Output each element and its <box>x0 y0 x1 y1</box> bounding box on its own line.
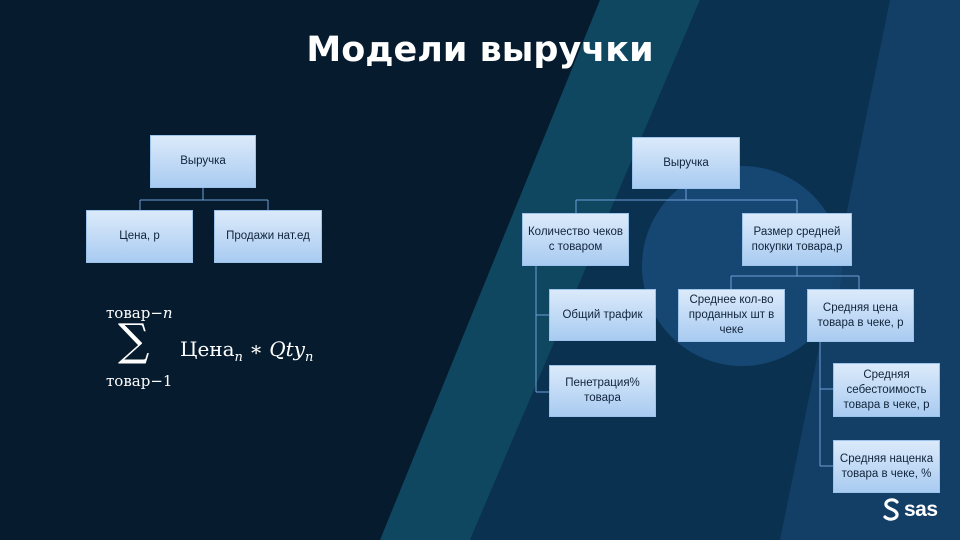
sas-logo: sas <box>882 498 938 522</box>
bg-band-light <box>380 0 700 540</box>
connector-checks <box>535 266 549 393</box>
formula-upper-var: n <box>162 304 173 322</box>
formula-upper-text: товар− <box>106 304 163 322</box>
formula-expression: Ценаn ∗ Qtyn <box>180 337 313 365</box>
sas-logo-text: sas <box>904 498 938 521</box>
formula-sigma: ∑ <box>118 315 150 366</box>
avg-markup-box: Средняя наценка товара в чеке, % <box>833 440 940 493</box>
formula-sub-price: n <box>234 350 243 365</box>
avg-cost-box: Средняя себестоимость товара в чеке, р <box>833 363 940 417</box>
penetration-box: Пенетрация% товара <box>549 365 656 417</box>
traffic-box: Общий трафик <box>549 289 656 341</box>
right-root-box: Выручка <box>632 137 740 189</box>
connector-right-root <box>575 189 798 213</box>
sas-logo-icon <box>883 498 899 521</box>
slide-title: Модели выручки <box>306 30 654 70</box>
left-root-box: Выручка <box>150 135 256 188</box>
avg-purchase-box: Размер средней покупки товара,р <box>742 213 852 266</box>
connector-avg-price <box>819 342 833 467</box>
connector-left-root <box>139 188 269 210</box>
checks-box: Количество чеков с товаром <box>522 213 629 266</box>
avg-qty-box: Среднее кол-во проданных шт в чеке <box>678 289 785 342</box>
formula-sub-qty: n <box>304 350 314 365</box>
avg-price-box: Средняя цена товара в чеке, р <box>807 289 914 342</box>
formula-term-price: Цена <box>180 337 235 361</box>
formula-upper-limit: товар−n <box>106 304 173 322</box>
formula-lower-limit: товар−1 <box>106 372 173 390</box>
connector-avg-purchase <box>730 266 860 289</box>
formula-operator: ∗ <box>242 337 270 361</box>
formula-term-qty: Qty <box>269 337 305 361</box>
left-price-box: Цена, р <box>86 210 193 263</box>
left-sales-box: Продажи нат.ед <box>214 210 322 263</box>
